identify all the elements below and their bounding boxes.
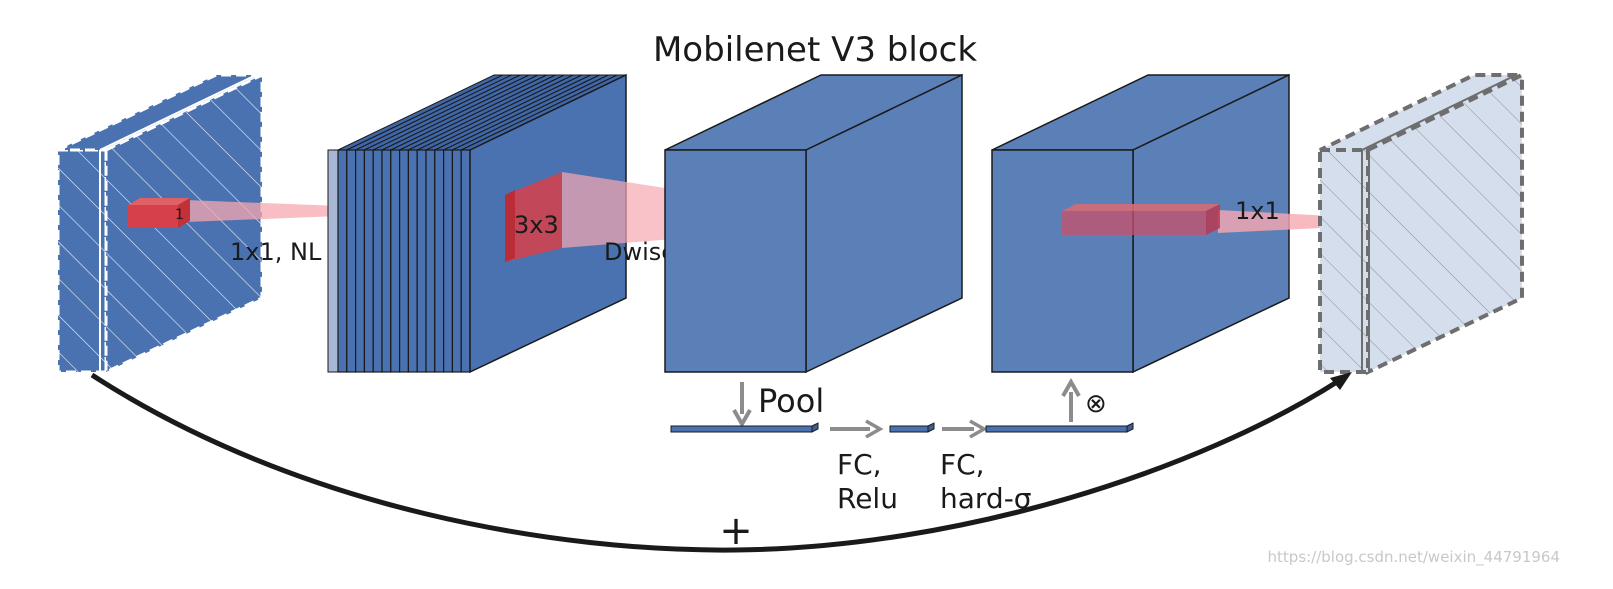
expansion-slice bbox=[407, 149, 418, 373]
residual-connection bbox=[90, 372, 1342, 553]
proj-kernel-label: 1x1 bbox=[1235, 197, 1280, 225]
multiply-symbol: ⊗ bbox=[1085, 389, 1107, 419]
expansion-slice bbox=[390, 149, 401, 373]
conv1-kernel-label: 1 bbox=[175, 207, 184, 223]
expansion-slice bbox=[425, 149, 436, 373]
dw-output-block bbox=[664, 73, 963, 374]
fc1-label-line1: FC, bbox=[837, 448, 882, 481]
excited-vector bbox=[985, 422, 1134, 433]
expansion-slice bbox=[434, 149, 445, 373]
dw-kernel bbox=[505, 172, 562, 262]
diagram-title: Mobilenet V3 block bbox=[653, 30, 977, 70]
watermark: https://blog.csdn.net/weixin_44791964 bbox=[1267, 548, 1560, 567]
output-block bbox=[1318, 71, 1524, 376]
dw-kernel-label: 3x3 bbox=[514, 211, 559, 239]
expansion-slice bbox=[381, 149, 392, 373]
pool-label: Pool bbox=[758, 382, 824, 420]
pooled-vector bbox=[670, 422, 819, 433]
expansion-slice bbox=[416, 149, 427, 373]
residual-add-symbol: + bbox=[719, 508, 753, 554]
residual-arrowhead bbox=[1330, 372, 1352, 390]
expansion-slice bbox=[443, 149, 454, 373]
proj-kernel bbox=[1062, 204, 1220, 235]
expansion-slice bbox=[451, 149, 462, 373]
squeezed-vector bbox=[889, 422, 935, 433]
fc1-label-line2: Relu bbox=[837, 482, 898, 515]
expansion-slice bbox=[399, 149, 410, 373]
expansion-slice bbox=[346, 149, 357, 373]
expansion-slice bbox=[460, 149, 471, 373]
conv1-op-label: 1x1, NL bbox=[230, 238, 322, 266]
fc2-label-line2: hard-σ bbox=[940, 482, 1032, 515]
expansion-slice bbox=[372, 149, 383, 373]
expansion-slice bbox=[355, 149, 366, 373]
conv1-kernel bbox=[128, 198, 190, 228]
conv1-cone bbox=[186, 200, 340, 222]
expansion-slice bbox=[363, 149, 374, 373]
fc2-label-line1: FC, bbox=[940, 448, 985, 481]
expansion-slice bbox=[337, 149, 348, 373]
